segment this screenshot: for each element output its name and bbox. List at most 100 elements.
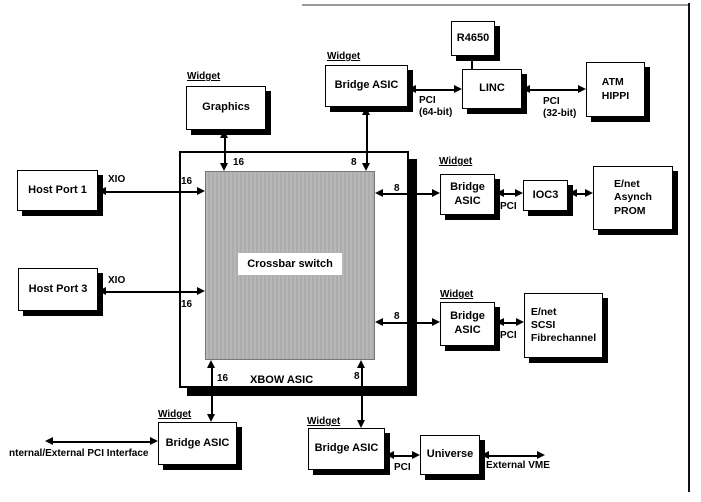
arrow-line <box>360 365 363 423</box>
arrow-line <box>501 192 518 195</box>
widget-tag-bridge-bottom-mid: Widget <box>307 416 341 427</box>
ioc3-box: IOC3 <box>523 180 568 211</box>
arrow-line <box>380 321 435 324</box>
xio-label-host-port-1: XIO <box>108 174 126 185</box>
arrow-line <box>527 88 581 91</box>
arrow-head <box>515 189 523 197</box>
external-vme-arrow <box>481 451 545 460</box>
arrow-head <box>432 318 440 326</box>
bridge-top-crossbar-arrow <box>362 107 371 171</box>
arrow-head <box>412 451 420 459</box>
widget-tag-bridge-bottom-left: Widget <box>158 409 192 420</box>
port-width-16-bottom: 16 <box>217 373 229 384</box>
arrow-head <box>197 287 205 295</box>
widget-tag-graphics: Widget <box>187 71 221 82</box>
host-port-1-box: Host Port 1 <box>17 170 98 211</box>
arrow-line <box>380 192 435 195</box>
arrow-head <box>207 360 215 368</box>
arrow-head <box>496 189 504 197</box>
universe-label: Universe <box>426 448 474 461</box>
arrow-head <box>357 420 365 428</box>
pci32-arrow-linc-atm <box>522 85 586 94</box>
bridge-asic-top-box: Bridge ASIC <box>325 65 408 107</box>
host-port-1-label: Host Port 1 <box>28 183 87 196</box>
arrow-head <box>220 163 228 171</box>
pci-64bit-label: PCI (64-bit) <box>419 95 453 118</box>
r4650-label: R4650 <box>456 31 490 44</box>
arrow-ioc3-enet-prom <box>569 189 593 198</box>
host-port-3-box: Host Port 3 <box>18 268 98 311</box>
pci-arrow-bridge-enet-scsi <box>496 318 524 327</box>
arrow-head <box>432 189 440 197</box>
host-port-3-label: Host Port 3 <box>28 282 88 295</box>
pci-arrow-bridge-universe <box>386 451 420 460</box>
pci64-arrow-bridge-linc <box>408 85 462 94</box>
enet-asynch-prom-box: E/net Asynch PROM <box>593 166 673 230</box>
crossbar-bridge-bottom-left-arrow <box>207 360 216 422</box>
arrow-head <box>522 85 530 93</box>
arrow-head <box>585 189 593 197</box>
arrow-head <box>150 437 158 445</box>
internal-external-pci-arrow <box>45 437 158 446</box>
pci-arrow-bridge-ioc3 <box>496 189 523 198</box>
bridge-asic-bottom-left-label: Bridge ASIC <box>165 436 230 449</box>
arrow-head <box>98 187 106 195</box>
bridge-asic-bottom-left-box: Bridge ASIC <box>158 422 237 465</box>
widget-tag-bridge-top: Widget <box>327 51 361 62</box>
arrow-head <box>537 451 545 459</box>
xbow-asic-label: XBOW ASIC <box>250 374 314 386</box>
arrow-head <box>386 451 394 459</box>
arrow-head <box>408 85 416 93</box>
arrow-line <box>103 190 200 193</box>
frame-top-line <box>302 4 689 6</box>
arrow-head <box>496 318 504 326</box>
widget-tag-bridge-right-upper: Widget <box>439 156 473 167</box>
arrow-head <box>220 130 228 138</box>
arrow-line <box>501 321 519 324</box>
arrow-head <box>45 437 53 445</box>
graphics-label: Graphics <box>202 101 250 114</box>
xio-arrow-host-port-3 <box>98 287 205 296</box>
frame-right-line <box>688 3 690 492</box>
arrow-head <box>569 189 577 197</box>
bridge-asic-bottom-mid-label: Bridge ASIC <box>314 442 379 455</box>
universe-box: Universe <box>420 435 480 475</box>
graphics-crossbar-arrow <box>220 130 229 171</box>
pci-32bit-label: PCI (32-bit) <box>543 96 577 119</box>
bridge-asic-right-lower-label: Bridge ASIC <box>450 310 485 336</box>
ioc3-label: IOC3 <box>532 188 559 201</box>
crossbar-switch-label: Crossbar switch <box>238 253 342 275</box>
xio-arrow-host-port-1 <box>98 187 205 196</box>
linc-box: LINC <box>462 69 522 109</box>
port-width-8-right-upper: 8 <box>394 183 400 194</box>
enet-scsi-fibrechannel-label: E/net SCSI Fibrechannel <box>530 305 597 345</box>
arrow-head <box>375 189 383 197</box>
arrow-head <box>578 85 586 93</box>
arrow-line <box>365 112 368 166</box>
arrow-head <box>362 107 370 115</box>
port-width-16-host-port-3: 16 <box>181 299 193 310</box>
atm-hippi-box: ATM HIPPI <box>586 62 645 117</box>
internal-external-pci-label: nternal/External PCI Interface <box>9 448 149 459</box>
port-width-16-host-port-1: 16 <box>181 176 193 187</box>
arrow-line <box>103 290 200 293</box>
crossbar-bridge-right-lower-arrow <box>375 318 440 327</box>
xio-label-host-port-3: XIO <box>108 275 126 286</box>
pci-label-right-upper: PCI <box>500 201 517 212</box>
arrow-line <box>210 365 213 417</box>
arrow-head <box>516 318 524 326</box>
arrow-head <box>375 318 383 326</box>
arrow-line <box>574 192 588 195</box>
arrow-line <box>50 440 153 443</box>
external-vme-label: External VME <box>486 460 550 471</box>
arrow-head <box>98 287 106 295</box>
crossbar-bridge-bottom-mid-arrow <box>357 360 366 428</box>
atm-hippi-label: ATM HIPPI <box>601 76 630 102</box>
arrow-line <box>223 135 226 166</box>
arrow-head <box>207 414 215 422</box>
r4650-linc-connector <box>471 55 473 69</box>
arrow-line <box>413 88 457 91</box>
crossbar-bridge-right-upper-arrow <box>375 189 440 198</box>
graphics-box: Graphics <box>186 86 266 130</box>
